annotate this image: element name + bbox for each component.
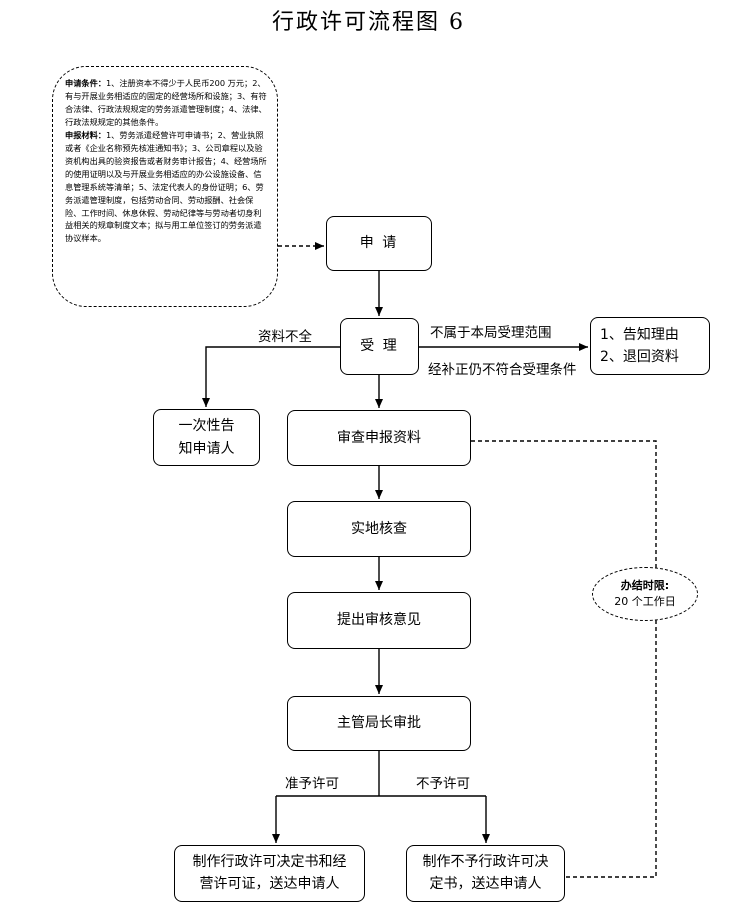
node-grant: 制作行政许可决定书和经 营许可证，送达申请人	[174, 845, 365, 902]
deadline-label: 办结时限:	[620, 578, 670, 592]
materials-label: 申报材料：	[65, 129, 106, 140]
node-review-label: 审查申报资料	[337, 429, 421, 446]
node-inform-line1: 一次性告	[178, 418, 235, 435]
node-opinion: 提出审核意见	[287, 592, 471, 649]
node-grant-line1: 制作行政许可决定书和经	[192, 853, 347, 870]
node-approve: 主管局长审批	[287, 696, 471, 751]
node-inspect: 实地核查	[287, 501, 471, 557]
node-grant-line2: 营许可证，送达申请人	[199, 875, 340, 892]
node-deny-line1: 制作不予行政许可决	[422, 853, 549, 870]
label-still-not-met: 经补正仍不符合受理条件	[428, 362, 577, 378]
label-not-in-scope: 不属于本局受理范围	[430, 325, 552, 341]
deadline-bracket	[471, 440, 657, 878]
requirements-note: 申请条件：1、注册资本不得少于人民币200 万元；2、有与开展业务相适应的固定的…	[52, 66, 278, 307]
deadline-oval: 办结时限: 20 个工作日	[592, 567, 698, 621]
node-reject-line1: 1、告知理由	[600, 326, 679, 343]
node-inform: 一次性告 知申请人	[153, 409, 260, 466]
node-apply-label: 申 请	[359, 235, 399, 252]
label-not-permit: 不予许可	[416, 776, 470, 792]
node-apply: 申 请	[326, 216, 432, 271]
conditions-label: 申请条件：	[65, 78, 106, 88]
node-inspect-label: 实地核查	[351, 520, 407, 537]
deadline-value: 20 个工作日	[614, 595, 676, 608]
node-deny: 制作不予行政许可决 定书，送达申请人	[406, 845, 565, 902]
node-deny-line2: 定书，送达申请人	[429, 875, 542, 892]
label-incomplete: 资料不全	[258, 329, 312, 345]
node-opinion-label: 提出审核意见	[337, 612, 421, 629]
materials-text: 1、劳务派遣经营许可申请书；2、营业执照或者《企业名称预先核准通知书》；3、公司…	[65, 129, 267, 244]
node-accept-label: 受 理	[360, 338, 399, 355]
node-review: 审查申报资料	[287, 410, 471, 466]
node-reject-line2: 2、退回资料	[600, 349, 679, 365]
node-accept: 受 理	[340, 318, 419, 375]
diagram-title: 行政许可流程图 6	[272, 10, 465, 35]
conditions-text: 1、注册资本不得少于人民币200 万元；2、有与开展业务相适应的固定的经营场所和…	[65, 78, 267, 127]
arrow-accept-to-inform	[202, 346, 340, 407]
node-reject: 1、告知理由 2、退回资料	[590, 317, 710, 375]
label-permit: 准予许可	[285, 776, 339, 792]
node-approve-label: 主管局长审批	[337, 715, 421, 732]
node-inform-line2: 知申请人	[178, 440, 235, 457]
